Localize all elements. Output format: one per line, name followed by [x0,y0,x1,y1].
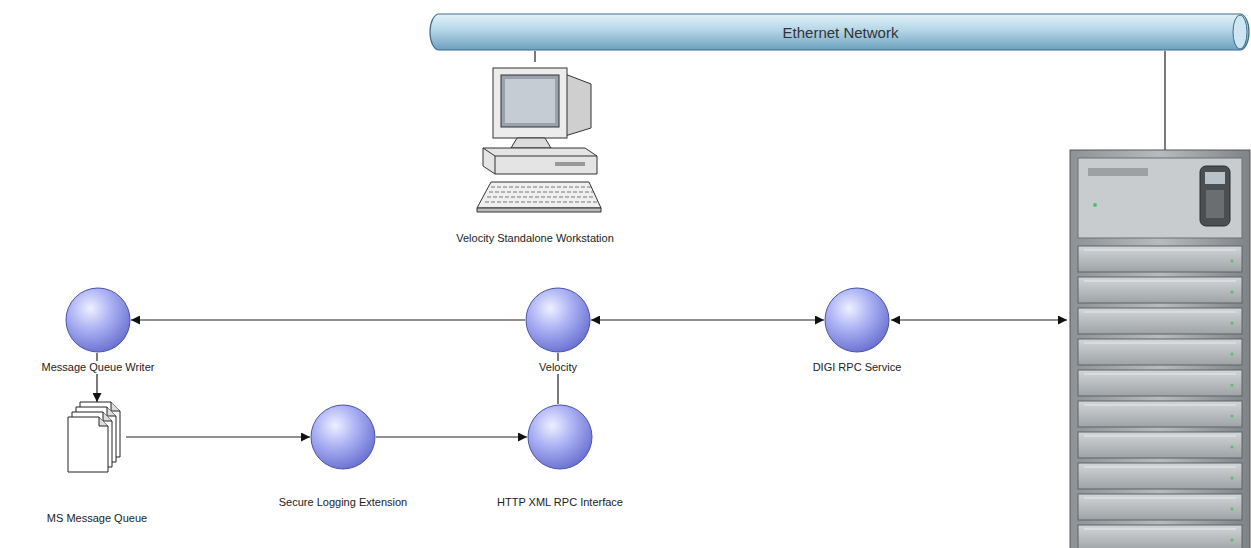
rack-drawer [1078,432,1242,458]
network-bus: Ethernet Network [430,13,1251,51]
rack-drawer [1078,370,1242,396]
node-label: HTTP XML RPC Interface [495,496,625,509]
ws-outline [465,62,605,220]
doc-outline [68,402,126,474]
rack-drawer [1078,246,1242,272]
process-circle: Secure Logging Extension [310,404,376,470]
connector [126,436,310,437]
process-circle: Message Queue Writer [65,287,131,353]
circle-outline [824,287,890,353]
process-circle: HTTP XML RPC Interface [527,404,593,470]
network-drop [1164,51,1165,150]
node-label: DIGI RPC Service [811,361,904,374]
circle-outline [310,404,376,470]
rack-drawer [1078,401,1242,427]
node-label: MS Message Queue [45,512,149,525]
network-label: Ethernet Network [783,24,899,41]
node-label: Velocity Standalone Workstation [454,232,616,245]
rack-link [891,319,1067,320]
rack-drawer [1078,494,1242,520]
node-label: Secure Logging Extension [277,496,409,509]
connector [591,319,824,320]
node-label: Message Queue Writer [40,361,157,374]
connector [131,319,525,320]
rack-drawer [1078,339,1242,365]
queue-documents: MS Message Queue [68,402,126,474]
process-circle: Velocity [525,287,591,353]
rack-drawer [1078,525,1242,548]
circle-outline [525,287,591,353]
server-rack [1070,150,1250,548]
circle-outline [65,287,131,353]
rack-drawer [1078,277,1242,303]
connector [534,51,535,62]
rack-drawer [1078,463,1242,489]
workstation-icon: Velocity Standalone Workstation [465,62,605,220]
process-circle: DIGI RPC Service [824,287,890,353]
circle-outline [527,404,593,470]
rack-drawer [1078,308,1242,334]
node-label: Velocity [537,361,579,374]
connector [376,436,527,437]
